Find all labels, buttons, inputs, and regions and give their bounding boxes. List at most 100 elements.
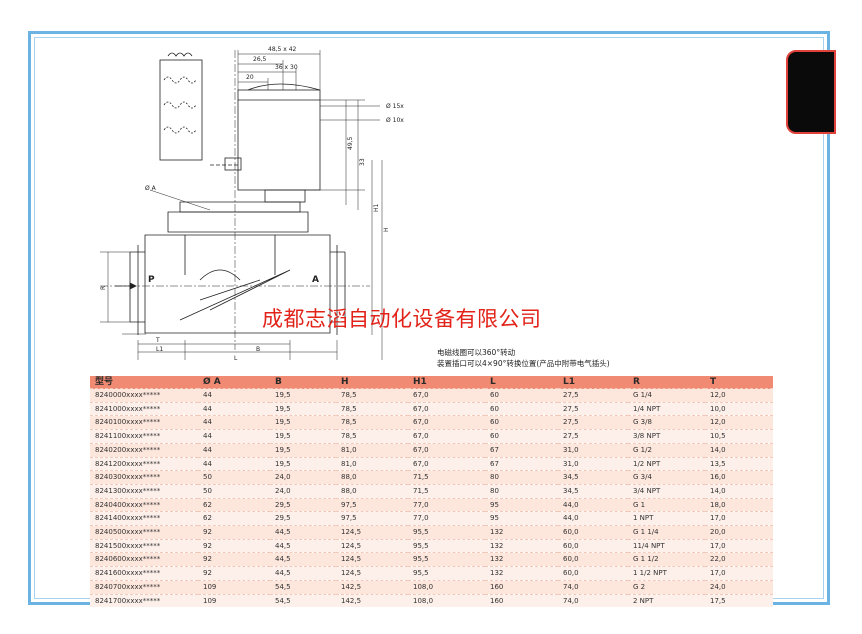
table-cell: 20,0 <box>705 525 773 540</box>
table-cell: 8241400xxxx***** <box>90 511 198 526</box>
table-cell: 60 <box>485 429 558 444</box>
dim-l: L <box>234 355 238 362</box>
table-cell: 29,5 <box>270 497 336 512</box>
dim-h: H <box>383 227 390 232</box>
note-connector-position: 装置插口可以4×90°转换位置(产品中附带电气插头) <box>437 359 610 368</box>
column-header: H <box>336 376 408 389</box>
table-cell: 19,5 <box>270 401 336 416</box>
table-cell: G 1/2 <box>628 442 705 458</box>
table-cell: 2 NPT <box>628 593 705 608</box>
section-tab <box>786 50 836 134</box>
table-cell: G 3/4 <box>628 470 705 485</box>
table-cell: 67,0 <box>408 442 485 458</box>
table-cell: 44 <box>198 429 270 444</box>
table-cell: 67,0 <box>408 388 485 403</box>
dim-b: B <box>256 346 260 353</box>
table-cell: 67,0 <box>408 415 485 430</box>
column-header: L1 <box>558 376 628 389</box>
table-cell: 24,0 <box>270 470 336 485</box>
table-cell: 44 <box>198 415 270 430</box>
coil-housing <box>237 89 321 191</box>
table-cell: 95,5 <box>408 566 485 581</box>
table-cell: 77,0 <box>408 497 485 512</box>
column-header: Ø A <box>198 376 270 389</box>
table-cell: 44,0 <box>558 497 628 512</box>
table-cell: 132 <box>485 538 558 553</box>
table-cell: 132 <box>485 552 558 567</box>
table-cell: 109 <box>198 593 270 608</box>
table-cell: 11/4 NPT <box>628 538 705 553</box>
column-header: R <box>628 376 705 389</box>
table-cell: G 3/8 <box>628 415 705 430</box>
table-cell: 8241300xxxx***** <box>90 483 198 499</box>
table-cell: 97,5 <box>336 511 408 526</box>
dim-phi-a: Ø A <box>145 185 157 192</box>
table-cell: 27,5 <box>558 388 628 403</box>
table-cell: 67,0 <box>408 429 485 444</box>
table-cell: 27,5 <box>558 401 628 416</box>
table-cell: 18,0 <box>705 497 773 512</box>
port-a-label: A <box>312 275 319 285</box>
table-cell: 24,0 <box>270 483 336 499</box>
table-cell: 80 <box>485 470 558 485</box>
table-cell: 8240500xxxx***** <box>90 525 198 540</box>
table-cell: 12,0 <box>705 415 773 430</box>
table-cell: 54,5 <box>270 593 336 608</box>
table-cell: 1 NPT <box>628 511 705 526</box>
table-cell: 44 <box>198 388 270 403</box>
table-cell: 8241000xxxx***** <box>90 401 198 416</box>
table-cell: 13,5 <box>705 456 773 471</box>
table-cell: 19,5 <box>270 456 336 471</box>
table-cell: 132 <box>485 525 558 540</box>
table-cell: 62 <box>198 511 270 526</box>
column-header: 型号 <box>90 376 198 389</box>
table-cell: 8240600xxxx***** <box>90 552 198 567</box>
table-cell: 67 <box>485 456 558 471</box>
table-cell: 92 <box>198 525 270 540</box>
table-cell: 67,0 <box>408 401 485 416</box>
table-cell: 44,5 <box>270 525 336 540</box>
table-cell: 27,5 <box>558 415 628 430</box>
dim-36x30: 36 x 30 <box>275 64 298 71</box>
table-cell: 1/4 NPT <box>628 401 705 416</box>
dim-915: Ø 15x <box>386 103 404 110</box>
table-cell: 108,0 <box>408 579 485 595</box>
note-coil-rotation: 电磁线圈可以360°转动 <box>437 348 516 357</box>
table-cell: 67,0 <box>408 456 485 471</box>
table-cell: 8240400xxxx***** <box>90 497 198 512</box>
table-cell: 44,5 <box>270 552 336 567</box>
valve-bonnet <box>167 211 309 233</box>
table-cell: 19,5 <box>270 442 336 458</box>
company-watermark: 成都志滔自动化设备有限公司 <box>262 307 542 331</box>
table-cell: 44 <box>198 456 270 471</box>
table-cell: 1/2 NPT <box>628 456 705 471</box>
table-cell: 124,5 <box>336 525 408 540</box>
table-cell: 19,5 <box>270 388 336 403</box>
port-p-label: P <box>148 275 155 285</box>
table-cell: 8241200xxxx***** <box>90 456 198 471</box>
table-cell: 8240700xxxx***** <box>90 579 198 595</box>
table-cell: 77,0 <box>408 511 485 526</box>
table-cell: 71,5 <box>408 470 485 485</box>
column-header: H1 <box>408 376 485 389</box>
table-cell: 74,0 <box>558 579 628 595</box>
table-cell: 81,0 <box>336 456 408 471</box>
table-cell: 62 <box>198 497 270 512</box>
table-cell: 124,5 <box>336 538 408 553</box>
table-cell: 16,0 <box>705 470 773 485</box>
table-cell: 88,0 <box>336 483 408 499</box>
table-cell: 74,0 <box>558 593 628 608</box>
table-cell: 8241500xxxx***** <box>90 538 198 553</box>
table-cell: 22,0 <box>705 552 773 567</box>
table-cell: 108,0 <box>408 593 485 608</box>
